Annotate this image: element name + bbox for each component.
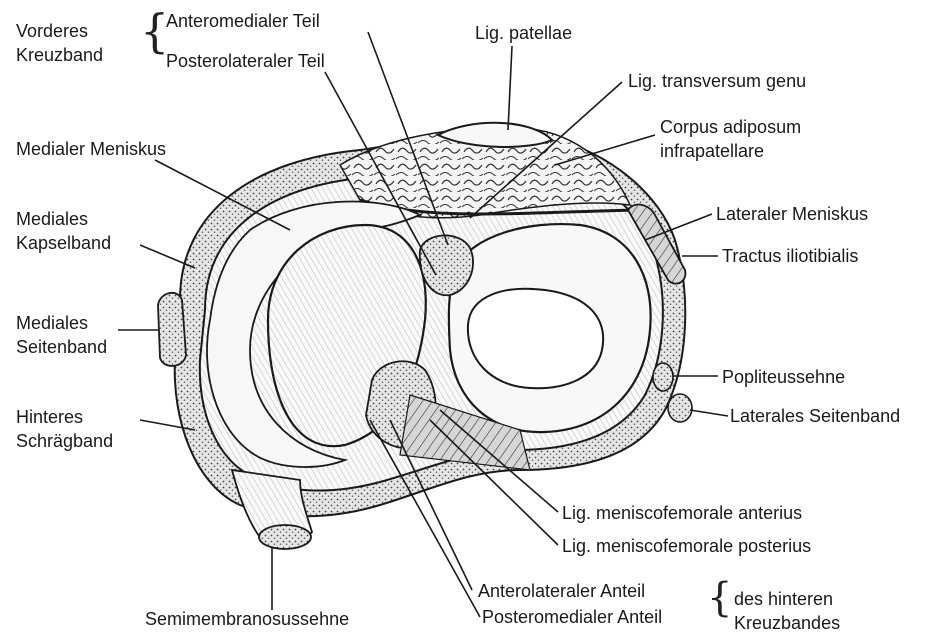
label-lateraler-meniskus: Lateraler Meniskus <box>716 203 868 225</box>
brace-vorderes-kreuzband: { <box>140 8 169 54</box>
lateral-condyle <box>468 289 603 388</box>
mediales-seitenband-shape <box>158 293 186 366</box>
label-mediales-seitenband-line2: Seitenband <box>16 336 107 358</box>
label-tractus-iliotibialis: Tractus iliotibialis <box>722 245 858 267</box>
label-lig-patellae: Lig. patellae <box>475 22 572 44</box>
label-mediales-kapselband-line2: Kapselband <box>16 232 111 254</box>
label-semimembranosussehne: Semimembranosussehne <box>145 608 349 630</box>
label-corpus-adiposum-line2: infrapatellare <box>660 140 764 162</box>
label-posterolateraler-teil: Posterolateraler Teil <box>166 50 325 72</box>
label-vorderes-kreuzband-line2: Kreuzband <box>16 44 103 66</box>
label-anteromedialer-teil: Anteromedialer Teil <box>166 10 320 32</box>
label-lig-transversum-genu: Lig. transversum genu <box>628 70 806 92</box>
popliteus-shape <box>653 363 673 391</box>
label-mediales-kapselband-line1: Mediales <box>16 208 88 230</box>
label-anterolateraler-anteil: Anterolateraler Anteil <box>478 580 645 602</box>
label-medialer-meniskus: Medialer Meniskus <box>16 138 166 160</box>
label-hinteres-schraegband-line2: Schrägband <box>16 430 113 452</box>
label-lig-meniscofemorale-anterius: Lig. meniscofemorale anterius <box>562 502 802 524</box>
brace-hinteres-kreuzband: { <box>707 578 732 618</box>
label-vorderes-kreuzband-line1: Vorderes <box>16 20 88 42</box>
label-popliteussehne: Popliteussehne <box>722 366 845 388</box>
semimembranosus-stump <box>259 525 311 549</box>
label-corpus-adiposum-line1: Corpus adiposum <box>660 116 801 138</box>
label-posteromedialer-anteil: Posteromedialer Anteil <box>482 606 662 628</box>
label-des-hinteren: des hinteren <box>734 588 833 610</box>
label-hinteres-schraegband-line1: Hinteres <box>16 406 83 428</box>
label-lig-meniscofemorale-posterius: Lig. meniscofemorale posterius <box>562 535 811 557</box>
label-laterales-seitenband: Laterales Seitenband <box>730 405 900 427</box>
label-kreuzbandes: Kreuzbandes <box>734 612 840 634</box>
label-mediales-seitenband-line1: Mediales <box>16 312 88 334</box>
laterales-seitenband-shape <box>668 394 692 422</box>
